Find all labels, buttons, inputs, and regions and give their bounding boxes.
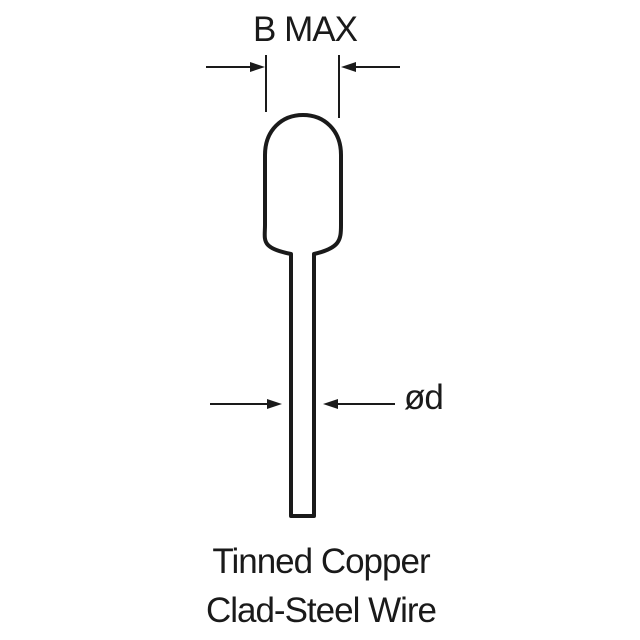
lead-diameter-label: ød (404, 378, 443, 417)
b-max-label: B MAX (253, 10, 358, 49)
b-max-arrow-right (341, 62, 400, 72)
lead-diameter-arrow-left (210, 399, 282, 409)
b-max-arrow-left (206, 62, 265, 72)
capacitor-body-with-lead (262, 113, 343, 518)
caption-line-2: Clad-Steel Wire (206, 591, 436, 630)
lead-diameter-arrow-right (323, 399, 395, 409)
caption-line-1: Tinned Copper (212, 542, 431, 581)
